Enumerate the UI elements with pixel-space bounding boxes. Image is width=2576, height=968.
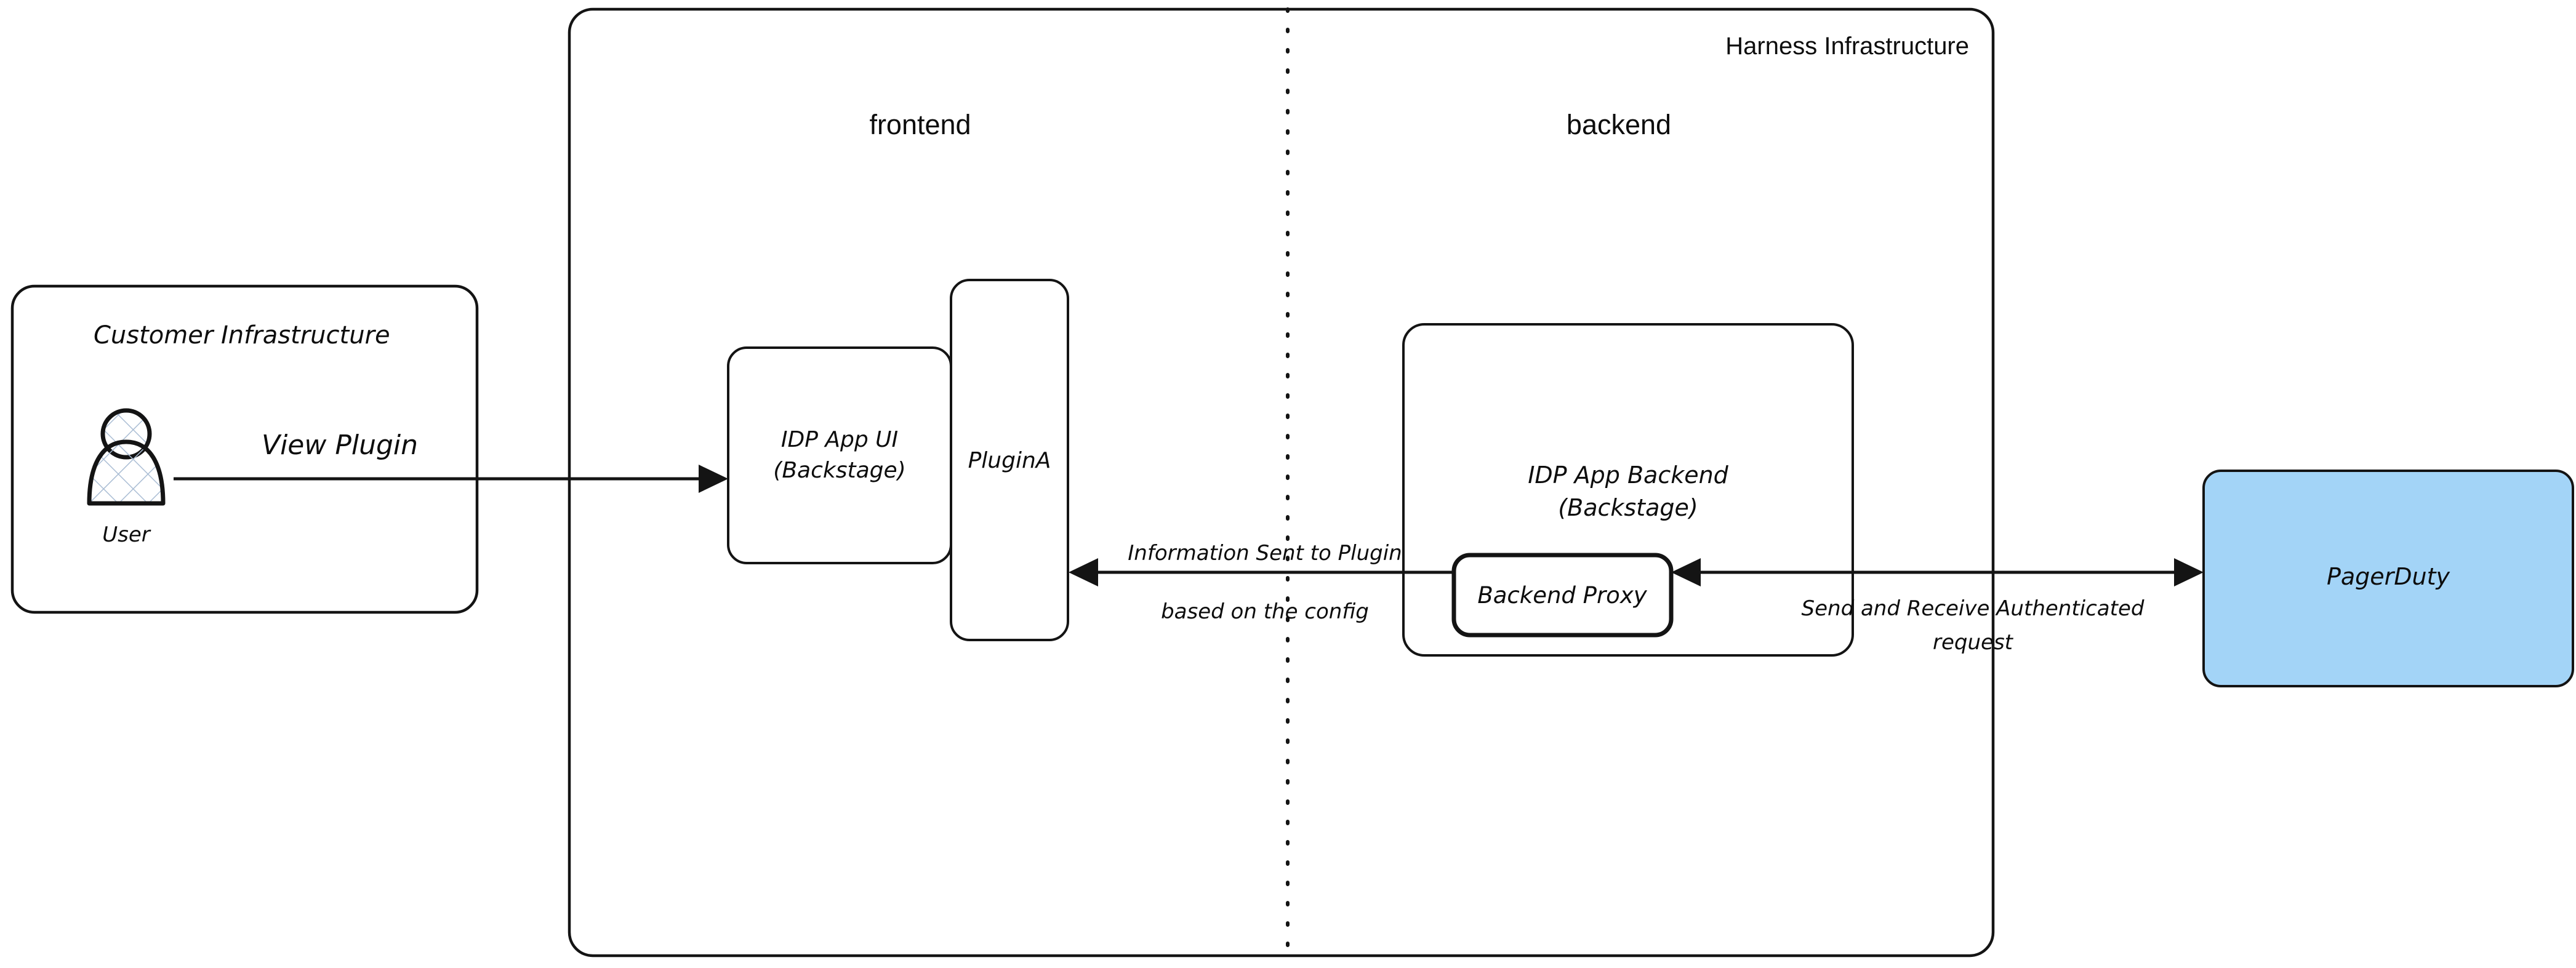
backend-proxy-label: Backend Proxy (1477, 582, 1647, 609)
harness-infrastructure-label: Harness Infrastructure (1725, 33, 1969, 60)
edge-authenticated-request[interactable]: Send and Receive Authenticated request (1671, 558, 2204, 655)
user-actor-label: User (102, 522, 151, 547)
idp-app-ui-label-line1: IDP App UI (781, 427, 898, 452)
plugin-a-node[interactable]: PluginA (950, 279, 1069, 641)
plugin-a-box (950, 279, 1069, 641)
user-actor[interactable]: User (87, 408, 166, 547)
edge-authenticated-request-arrowhead-left (1671, 558, 1701, 586)
edge-authenticated-request-arrowhead-right (2174, 558, 2204, 586)
backend-proxy-node[interactable]: Backend Proxy (1451, 553, 1674, 638)
backend-proxy-box (1451, 553, 1674, 638)
customer-infrastructure-container[interactable]: Customer Infrastructure (10, 284, 479, 614)
edge-information-sent-label-line1: Information Sent to Plugin (1128, 541, 1402, 566)
edge-authenticated-request-label-line2: request (1933, 630, 2014, 655)
edge-view-plugin-label: View Plugin (262, 430, 418, 461)
harness-infrastructure-container[interactable]: Harness Infrastructure (568, 7, 1995, 958)
idp-app-backend-label-line2: (Backstage) (1558, 494, 1698, 521)
user-actor-body-icon (87, 439, 166, 506)
edge-authenticated-request-label-line1: Send and Receive Authenticated (1802, 596, 2145, 621)
idp-app-backend-label-line1: IDP App Backend (1528, 462, 1728, 489)
customer-infrastructure-border (10, 284, 479, 614)
idp-app-ui-node[interactable]: IDP App UI (Backstage) (727, 346, 952, 564)
pagerduty-box (2202, 470, 2574, 687)
plugin-a-label: PluginA (968, 448, 1051, 473)
edge-information-sent-label-line2: based on the config (1161, 599, 1369, 624)
customer-infrastructure-label: Customer Infrastructure (94, 321, 390, 350)
edge-information-sent-arrowhead (1069, 558, 1098, 586)
edge-information-sent-to-plugin[interactable]: Information Sent to Plugin based on the … (1069, 541, 1454, 624)
zone-label-backend: backend (1567, 109, 1671, 140)
zone-label-frontend: frontend (869, 109, 971, 140)
edge-view-plugin[interactable]: View Plugin (174, 430, 728, 493)
pagerduty-label: PagerDuty (2327, 563, 2450, 590)
pagerduty-node[interactable]: PagerDuty (2202, 470, 2574, 687)
harness-infrastructure-border (568, 7, 1995, 958)
edge-view-plugin-arrowhead (699, 465, 728, 493)
idp-app-ui-label-line2: (Backstage) (773, 458, 905, 483)
idp-app-ui-box (727, 346, 952, 564)
